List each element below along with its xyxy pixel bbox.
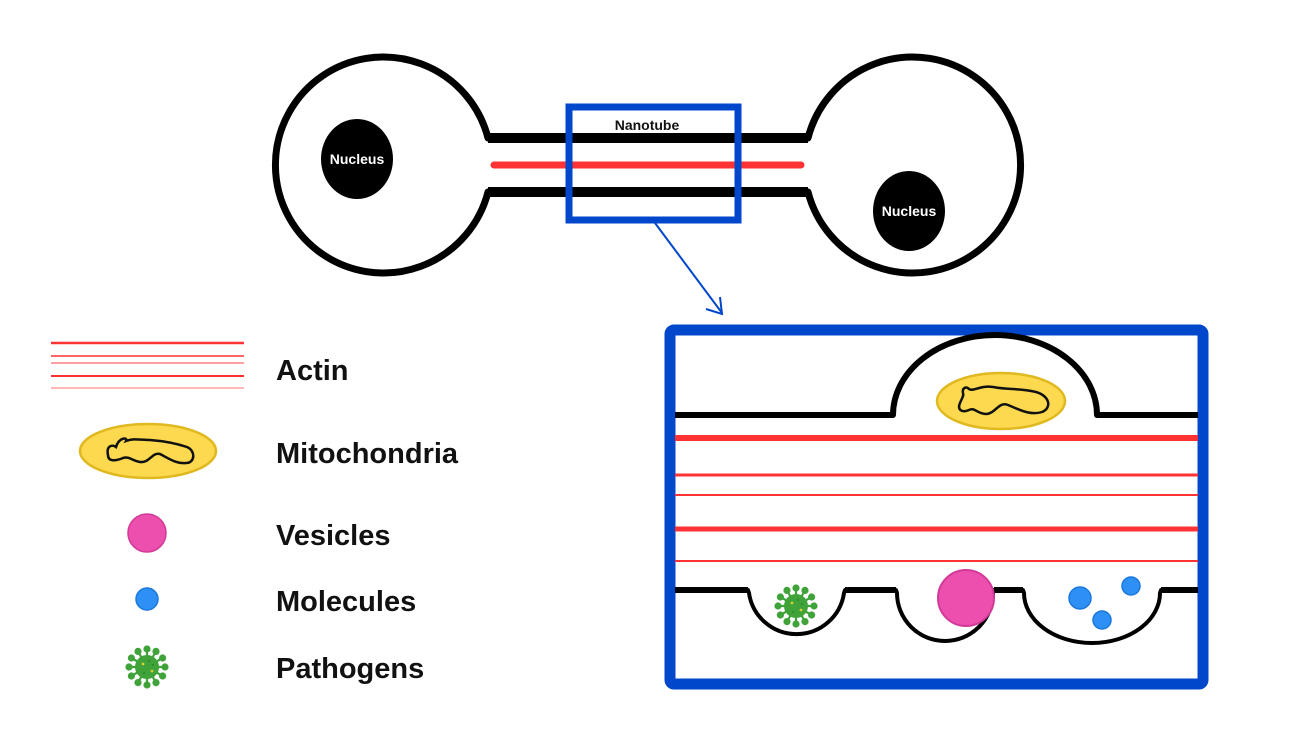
legend-item-actin: Actin [51,341,349,389]
legend-label-actin: Actin [276,355,349,387]
legend-label-vesicles: Vesicles [276,520,391,552]
molecule-icon [135,587,159,611]
detail-mitochondrion [935,371,1067,431]
nanotube-highlight-box [565,103,742,224]
nanotube-label: Nanotube [615,117,680,133]
detail-membrane-bottom [675,588,1198,645]
detail-actin-filaments [675,435,1198,562]
zoom-arrow [654,222,724,316]
nucleus-right-label: Nucleus [882,203,937,219]
nanotube [488,133,808,197]
actin-lines-icon [51,341,244,389]
legend-item-mitochondria: Mitochondria [78,422,459,480]
legend-label-mitochondria: Mitochondria [276,438,459,470]
legend-label-pathogens: Pathogens [276,653,424,685]
nucleus-left-label: Nucleus [330,151,385,167]
cell-right-membrane [804,53,1024,277]
legend-label-molecules: Molecules [276,586,416,618]
cell-right: Nucleus [804,53,1024,277]
vesicle-icon [127,513,167,553]
nanotube-detail-view [664,324,1209,690]
cell-left-membrane [272,53,492,277]
nucleus-right [873,171,945,251]
legend: Actin Mitochondria Vesicles Molecules Pa… [51,341,459,690]
legend-item-molecules: Molecules [135,586,416,618]
cell-left: Nucleus [272,53,492,277]
detail-molecule [1121,576,1141,596]
detail-molecule [1092,610,1112,630]
pathogen-virus-icon [124,644,170,690]
legend-item-pathogens: Pathogens [124,644,424,690]
nucleus-left [321,119,393,199]
detail-membrane-top [675,332,1198,418]
detail-frame [664,324,1209,690]
legend-item-vesicles: Vesicles [127,513,391,553]
mitochondria-icon [78,422,218,480]
detail-vesicle [937,569,995,627]
detail-molecule [1068,586,1092,610]
